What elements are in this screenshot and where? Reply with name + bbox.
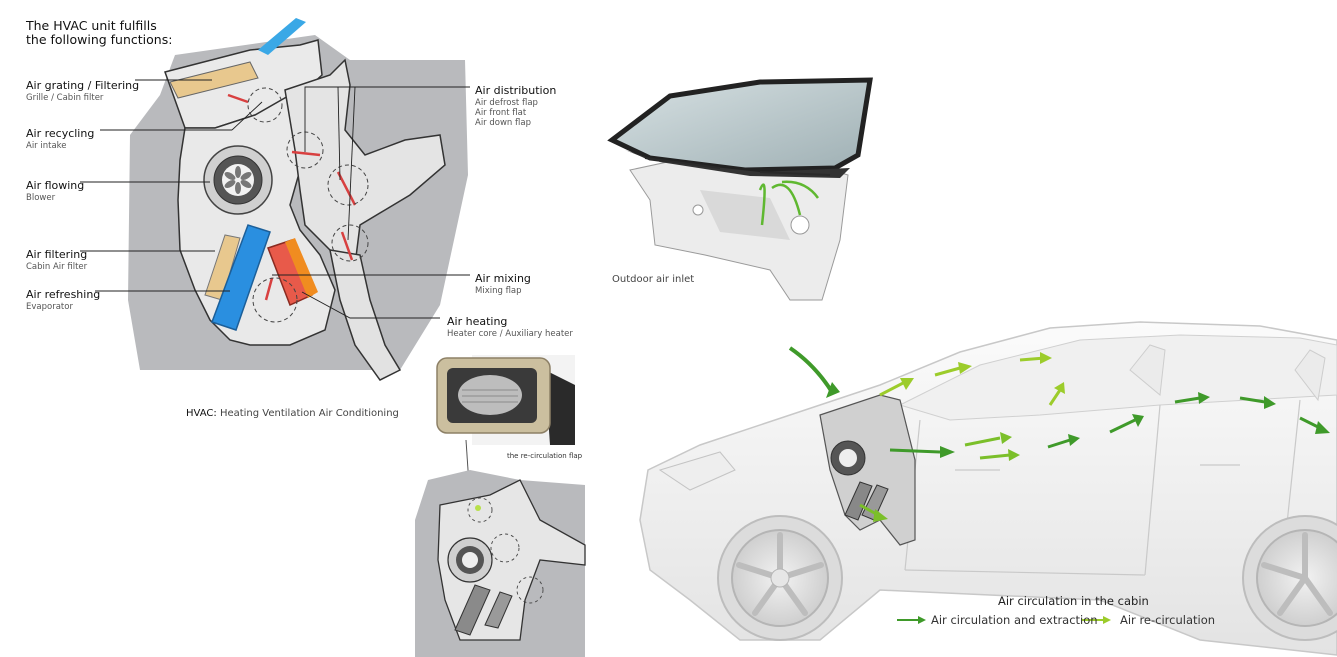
car-illustration	[639, 321, 1337, 656]
car-hvac-unit	[819, 394, 916, 546]
label-air-refreshing: Air refreshing Evaporator	[26, 283, 100, 312]
cabin-circulation-title: Air circulation in the cabin	[998, 594, 1149, 608]
label-air-grating-name: Air grating / Filtering	[26, 79, 140, 92]
label-air-mixing: Air mixing Mixing flap	[475, 267, 531, 296]
hvac-heading-line2: the following functions:	[26, 32, 173, 47]
intake-highlight	[258, 18, 306, 55]
flap-lines	[227, 93, 357, 301]
label-air-flowing-sub: Blower	[26, 193, 56, 203]
label-air-front-flat: Air front flat	[475, 108, 527, 118]
label-air-grating-sub: Grille / Cabin filter	[26, 93, 104, 103]
label-air-mixing-sub: Mixing flap	[475, 286, 522, 296]
cabin-airflow-arrows	[788, 346, 1330, 522]
heater-core-side	[285, 238, 318, 298]
outdoor-air-inlet-label: Outdoor air inlet	[612, 274, 695, 285]
label-air-distribution: Air distribution Air defrost flap Air fr…	[475, 79, 556, 128]
inlet-airflow	[758, 180, 820, 226]
label-air-distribution-name: Air distribution	[475, 84, 557, 97]
hvac-caption-text: Heating Ventilation Air Conditioning	[219, 408, 399, 419]
label-air-down-flap: Air down flap	[475, 118, 531, 128]
label-air-grating: Air grating / Filtering Grille / Cabin f…	[26, 74, 139, 103]
rear-wheel	[1242, 515, 1337, 641]
front-wheel	[717, 515, 843, 641]
label-air-heating: Air heating Heater core / Auxiliary heat…	[447, 310, 573, 339]
hvac-main-illustration	[80, 18, 470, 381]
label-air-recycling-sub: Air intake	[26, 141, 67, 151]
label-air-heating-name: Air heating	[447, 315, 508, 328]
label-air-filtering-name: Air filtering	[26, 248, 88, 261]
hvac-caption: HVAC: Heating Ventilation Air Conditioni…	[186, 408, 399, 419]
legend-recirculation: Air re-circulation	[1120, 613, 1216, 627]
evaporator-core	[211, 224, 271, 331]
blower-fan	[203, 145, 273, 215]
cabin-air-filter	[204, 234, 241, 301]
label-air-flowing-name: Air flowing	[26, 179, 85, 192]
label-air-recycling-name: Air recycling	[26, 127, 95, 140]
hvac-small-illustration	[415, 470, 586, 657]
windshield-glass	[607, 77, 873, 173]
label-air-filtering-sub: Cabin Air filter	[26, 262, 88, 272]
legend-circulation-extraction: Air circulation and extraction	[931, 613, 1098, 627]
windshield-illustration	[607, 77, 873, 301]
legend-arrows	[897, 616, 1111, 624]
hvac-caption-acronym: HVAC:	[186, 408, 217, 419]
hvac-heading-line1: The HVAC unit fulfills	[26, 18, 157, 33]
grille-filter	[169, 61, 259, 99]
hvac-heading: The HVAC unit fulfills the following fun…	[26, 19, 172, 47]
recirculation-flap-photo	[436, 355, 575, 501]
leader-lines	[80, 79, 470, 319]
label-air-flowing: Air flowing Blower	[26, 174, 84, 203]
label-air-mixing-name: Air mixing	[475, 272, 531, 285]
label-air-filtering: Air filtering Cabin Air filter	[26, 243, 87, 272]
label-air-recycling: Air recycling Air intake	[26, 122, 94, 151]
label-air-defrost-flap: Air defrost flap	[475, 98, 538, 108]
label-air-refreshing-sub: Evaporator	[26, 302, 73, 312]
recirculation-flap-label: the re-circulation flap	[507, 452, 583, 460]
label-air-refreshing-name: Air refreshing	[26, 288, 101, 301]
distribution-duct	[284, 58, 446, 267]
label-air-heating-sub: Heater core / Auxiliary heater	[447, 329, 573, 339]
